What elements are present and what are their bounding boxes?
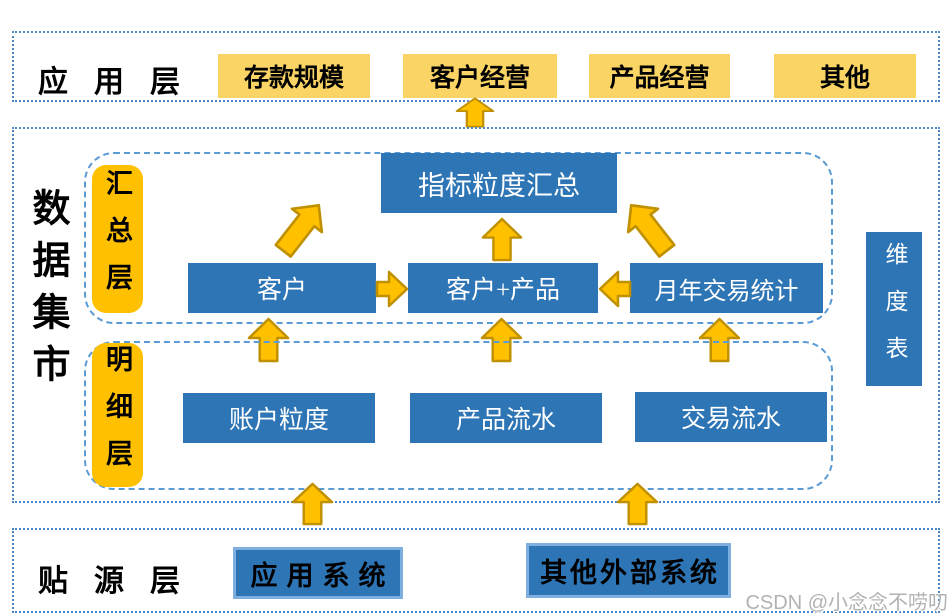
- arrow-up-icon: [291, 482, 334, 526]
- arrow-up-icon: [455, 97, 495, 128]
- watermark-text: CSDN @小念念不唠叨: [745, 592, 948, 614]
- detail-layer-label: 明细层: [92, 343, 143, 487]
- source-layer-title: 贴源层: [38, 565, 206, 598]
- arrow-up-icon: [616, 482, 659, 526]
- box-indicator-granularity-summary: 指标粒度汇总: [381, 153, 617, 213]
- box-transaction-flow: 交易流水: [635, 392, 827, 442]
- box-other-external-systems: 其他外部系统: [526, 543, 731, 598]
- box-monthly-yearly-transaction-stats: 月年交易统计: [630, 263, 823, 313]
- arrow-up-icon: [698, 317, 741, 363]
- source-layer-frame: [12, 528, 940, 613]
- data-mart-title: 数据集市: [26, 188, 68, 396]
- data-mart-frame: [12, 127, 940, 503]
- arrow-right-icon: [375, 270, 409, 308]
- box-customer-product: 客户+产品: [408, 263, 598, 313]
- box-application-systems: 应用系统: [233, 547, 403, 599]
- arrow-up-icon: [481, 217, 523, 262]
- app-box-other: 其他: [774, 54, 916, 98]
- arrow-up-icon: [247, 317, 290, 363]
- application-layer-title: 应用层: [38, 66, 206, 99]
- box-product-flow: 产品流水: [410, 393, 602, 443]
- detail-layer-frame: [84, 341, 833, 490]
- arrow-up-icon: [480, 317, 523, 363]
- arrow-left-icon: [598, 270, 632, 308]
- arrow-up-left-icon: [613, 191, 684, 266]
- app-box-deposit-scale: 存款规模: [218, 54, 370, 98]
- box-customer: 客户: [188, 263, 376, 313]
- app-box-product-operation: 产品经营: [589, 54, 730, 98]
- app-box-customer-operation: 客户经营: [403, 54, 557, 98]
- summary-layer-label: 汇总层: [92, 165, 143, 313]
- box-account-granularity: 账户粒度: [183, 393, 375, 443]
- dimension-table-box: 维度表: [866, 232, 922, 386]
- arrow-up-right-icon: [265, 191, 336, 266]
